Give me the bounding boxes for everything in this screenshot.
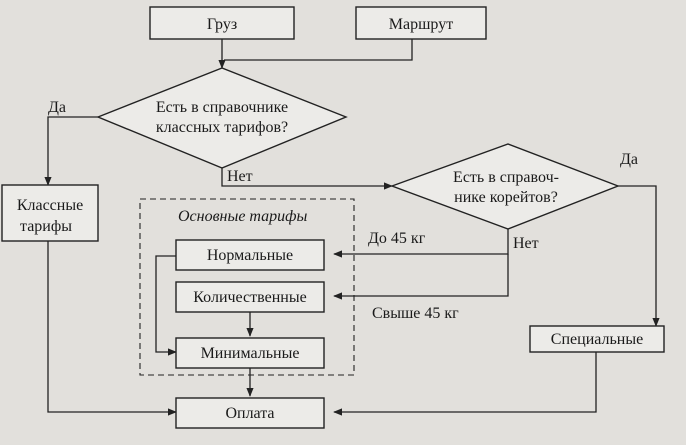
quantity-label: Количественные [193,289,306,306]
class-tariffs-question [96,67,348,169]
class-tariffs-line2: тарифы [20,218,72,235]
edge-label-over-45: Свыше 45 кг [372,305,459,322]
edge-label-no-right: Нет [513,235,539,252]
basic-tariffs-group [139,198,355,376]
arrow-no-to-coeff-question [221,168,393,190]
class-question-line1: Есть в справочнике [156,99,288,116]
payment-box [175,397,325,429]
arrow-class-to-payment [47,241,177,416]
normal-box [175,239,325,271]
normal-label: Нормальные [207,247,293,264]
route-box [355,6,487,40]
edge-label-yes-right: Да [620,151,638,168]
minimal-label: Минимальные [201,345,300,362]
coeff-question-line2: нике корейтов? [454,189,558,206]
edge-label-no-mid: Нет [227,168,253,185]
edge-label-up-to-45: До 45 кг [368,230,426,247]
special-label: Специальные [551,331,643,348]
quantity-box [175,281,325,313]
payment-label: Оплата [225,405,274,422]
arrow-yes-to-special [618,185,660,327]
route-label: Маршрут [389,16,453,33]
cargo-box [149,6,295,40]
arrow-normal-to-minimal [155,255,180,356]
coeff-question-line1: Есть в справоч- [453,169,559,186]
connectors [44,39,660,416]
class-tariffs-box [1,184,99,242]
special-box [529,325,665,353]
class-tariffs-line1: Классные [17,197,83,214]
line-route-to-cargo-path [224,39,413,61]
arrow-special-to-payment [333,350,597,416]
minimal-box [175,337,325,369]
class-question-line2: классных тарифов? [156,119,288,136]
edge-label-yes-left: Да [48,99,66,116]
basic-tariffs-title: Основные тарифы [178,208,308,225]
arrow-yes-to-class-tariffs [44,116,98,186]
coefficient-question [389,143,620,230]
cargo-label: Груз [207,16,237,33]
arrow-over-45-quantity [333,254,509,300]
